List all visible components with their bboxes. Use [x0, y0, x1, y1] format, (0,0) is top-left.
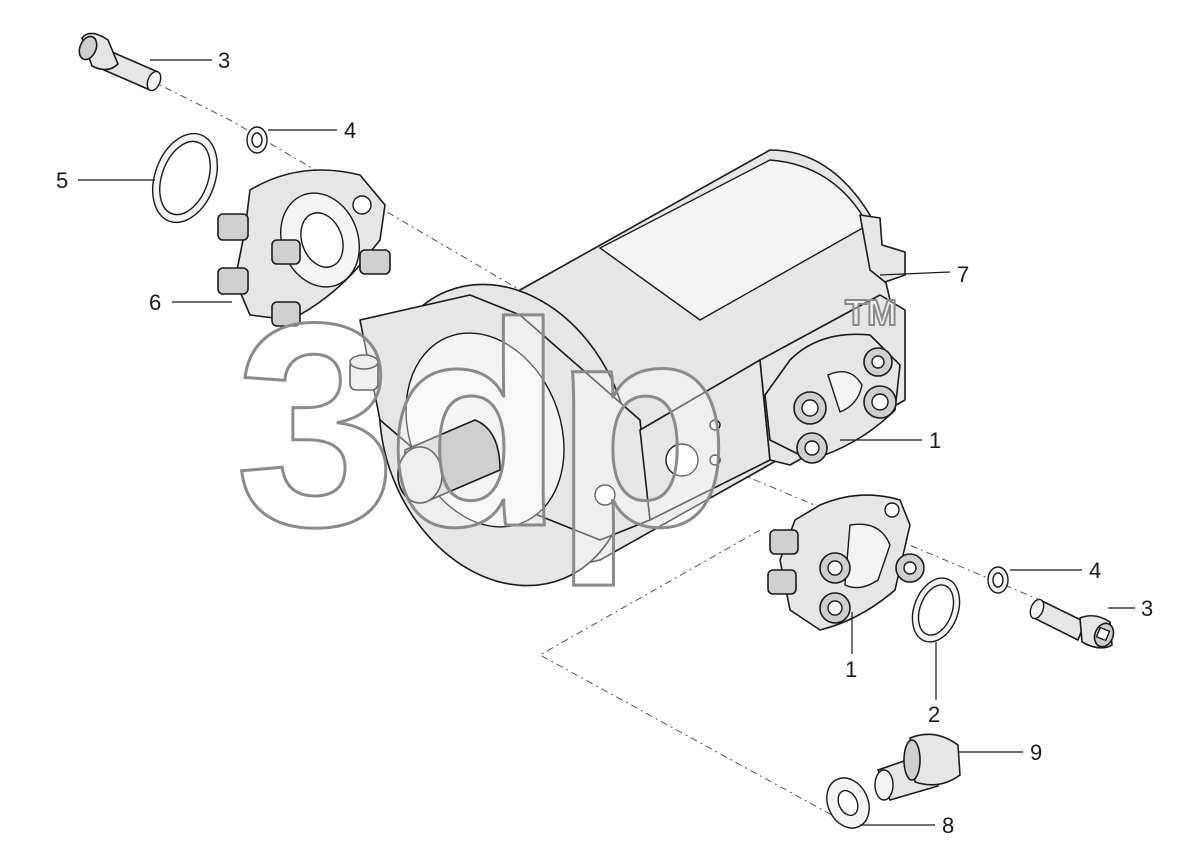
callout-7: 7: [957, 262, 969, 287]
callout-3-lower: 3: [1141, 596, 1153, 621]
callout-4-lower: 4: [1089, 558, 1101, 583]
cap-screw-lower: [1029, 598, 1115, 649]
watermark-text: 3dp: [235, 263, 721, 588]
callout-4-upper: 4: [344, 118, 356, 143]
mounted-flange-half: [764, 333, 901, 464]
o-ring-large: [152, 132, 218, 224]
callout-3-upper: 3: [218, 48, 230, 73]
sealing-washer: [826, 777, 870, 829]
watermark: 3dp TM: [234, 262, 898, 590]
callout-2: 2: [928, 702, 940, 727]
o-ring-small: [911, 577, 961, 643]
callout-5: 5: [56, 168, 68, 193]
lock-washer-upper: [246, 126, 268, 154]
callout-9: 9: [1030, 740, 1042, 765]
callouts: 3 4 5 6 7 1 4 3 1 2 9 8: [56, 48, 1153, 838]
lower-flange: [767, 494, 925, 631]
callout-1-upper: 1: [929, 428, 941, 453]
pump-body: [349, 149, 906, 587]
callout-8: 8: [942, 813, 954, 838]
cap-screw-upper: [78, 32, 162, 92]
watermark-trademark: TM: [845, 292, 897, 333]
callout-1-lower: 1: [845, 657, 857, 682]
leader-lines: [78, 59, 1135, 826]
lock-washer-lower: [987, 566, 1009, 594]
callout-6: 6: [149, 290, 161, 315]
left-flange: [217, 169, 391, 327]
adapter-fitting: [874, 733, 961, 801]
